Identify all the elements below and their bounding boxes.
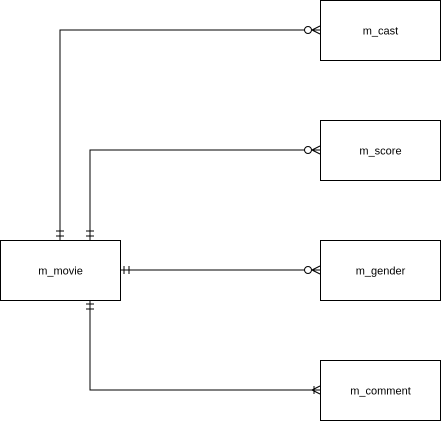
one-and-only-one-marker	[56, 230, 64, 237]
connector-line	[59, 29, 320, 240]
zero-or-many-marker	[304, 25, 321, 35]
entity-m-comment[interactable]: m_comment	[320, 360, 441, 421]
relationship-movie-score	[86, 145, 321, 240]
entity-label-m-cast: m_cast	[363, 26, 398, 38]
one-and-only-one-marker	[86, 230, 94, 237]
zero-or-many-marker	[304, 265, 321, 275]
relationship-movie-cast	[56, 25, 321, 240]
one-and-only-one-marker	[86, 303, 94, 310]
zero-or-many-marker	[304, 145, 321, 155]
entity-label-m-score: m_score	[359, 146, 401, 158]
entity-label-m-movie: m_movie	[38, 266, 83, 278]
entity-m-score[interactable]: m_score	[320, 120, 441, 181]
relationship-movie-comment	[86, 300, 321, 395]
entity-label-m-gender: m_gender	[356, 266, 406, 278]
relationship-movie-gender	[120, 265, 321, 275]
entity-m-cast[interactable]: m_cast	[320, 0, 441, 61]
connector-line	[89, 149, 320, 240]
entity-m-gender[interactable]: m_gender	[320, 240, 441, 301]
connector-line	[89, 300, 320, 391]
entity-label-m-comment: m_comment	[350, 386, 411, 398]
one-or-many-marker	[311, 385, 321, 395]
entity-m-movie[interactable]: m_movie	[0, 240, 121, 301]
one-and-only-one-marker	[123, 266, 130, 274]
